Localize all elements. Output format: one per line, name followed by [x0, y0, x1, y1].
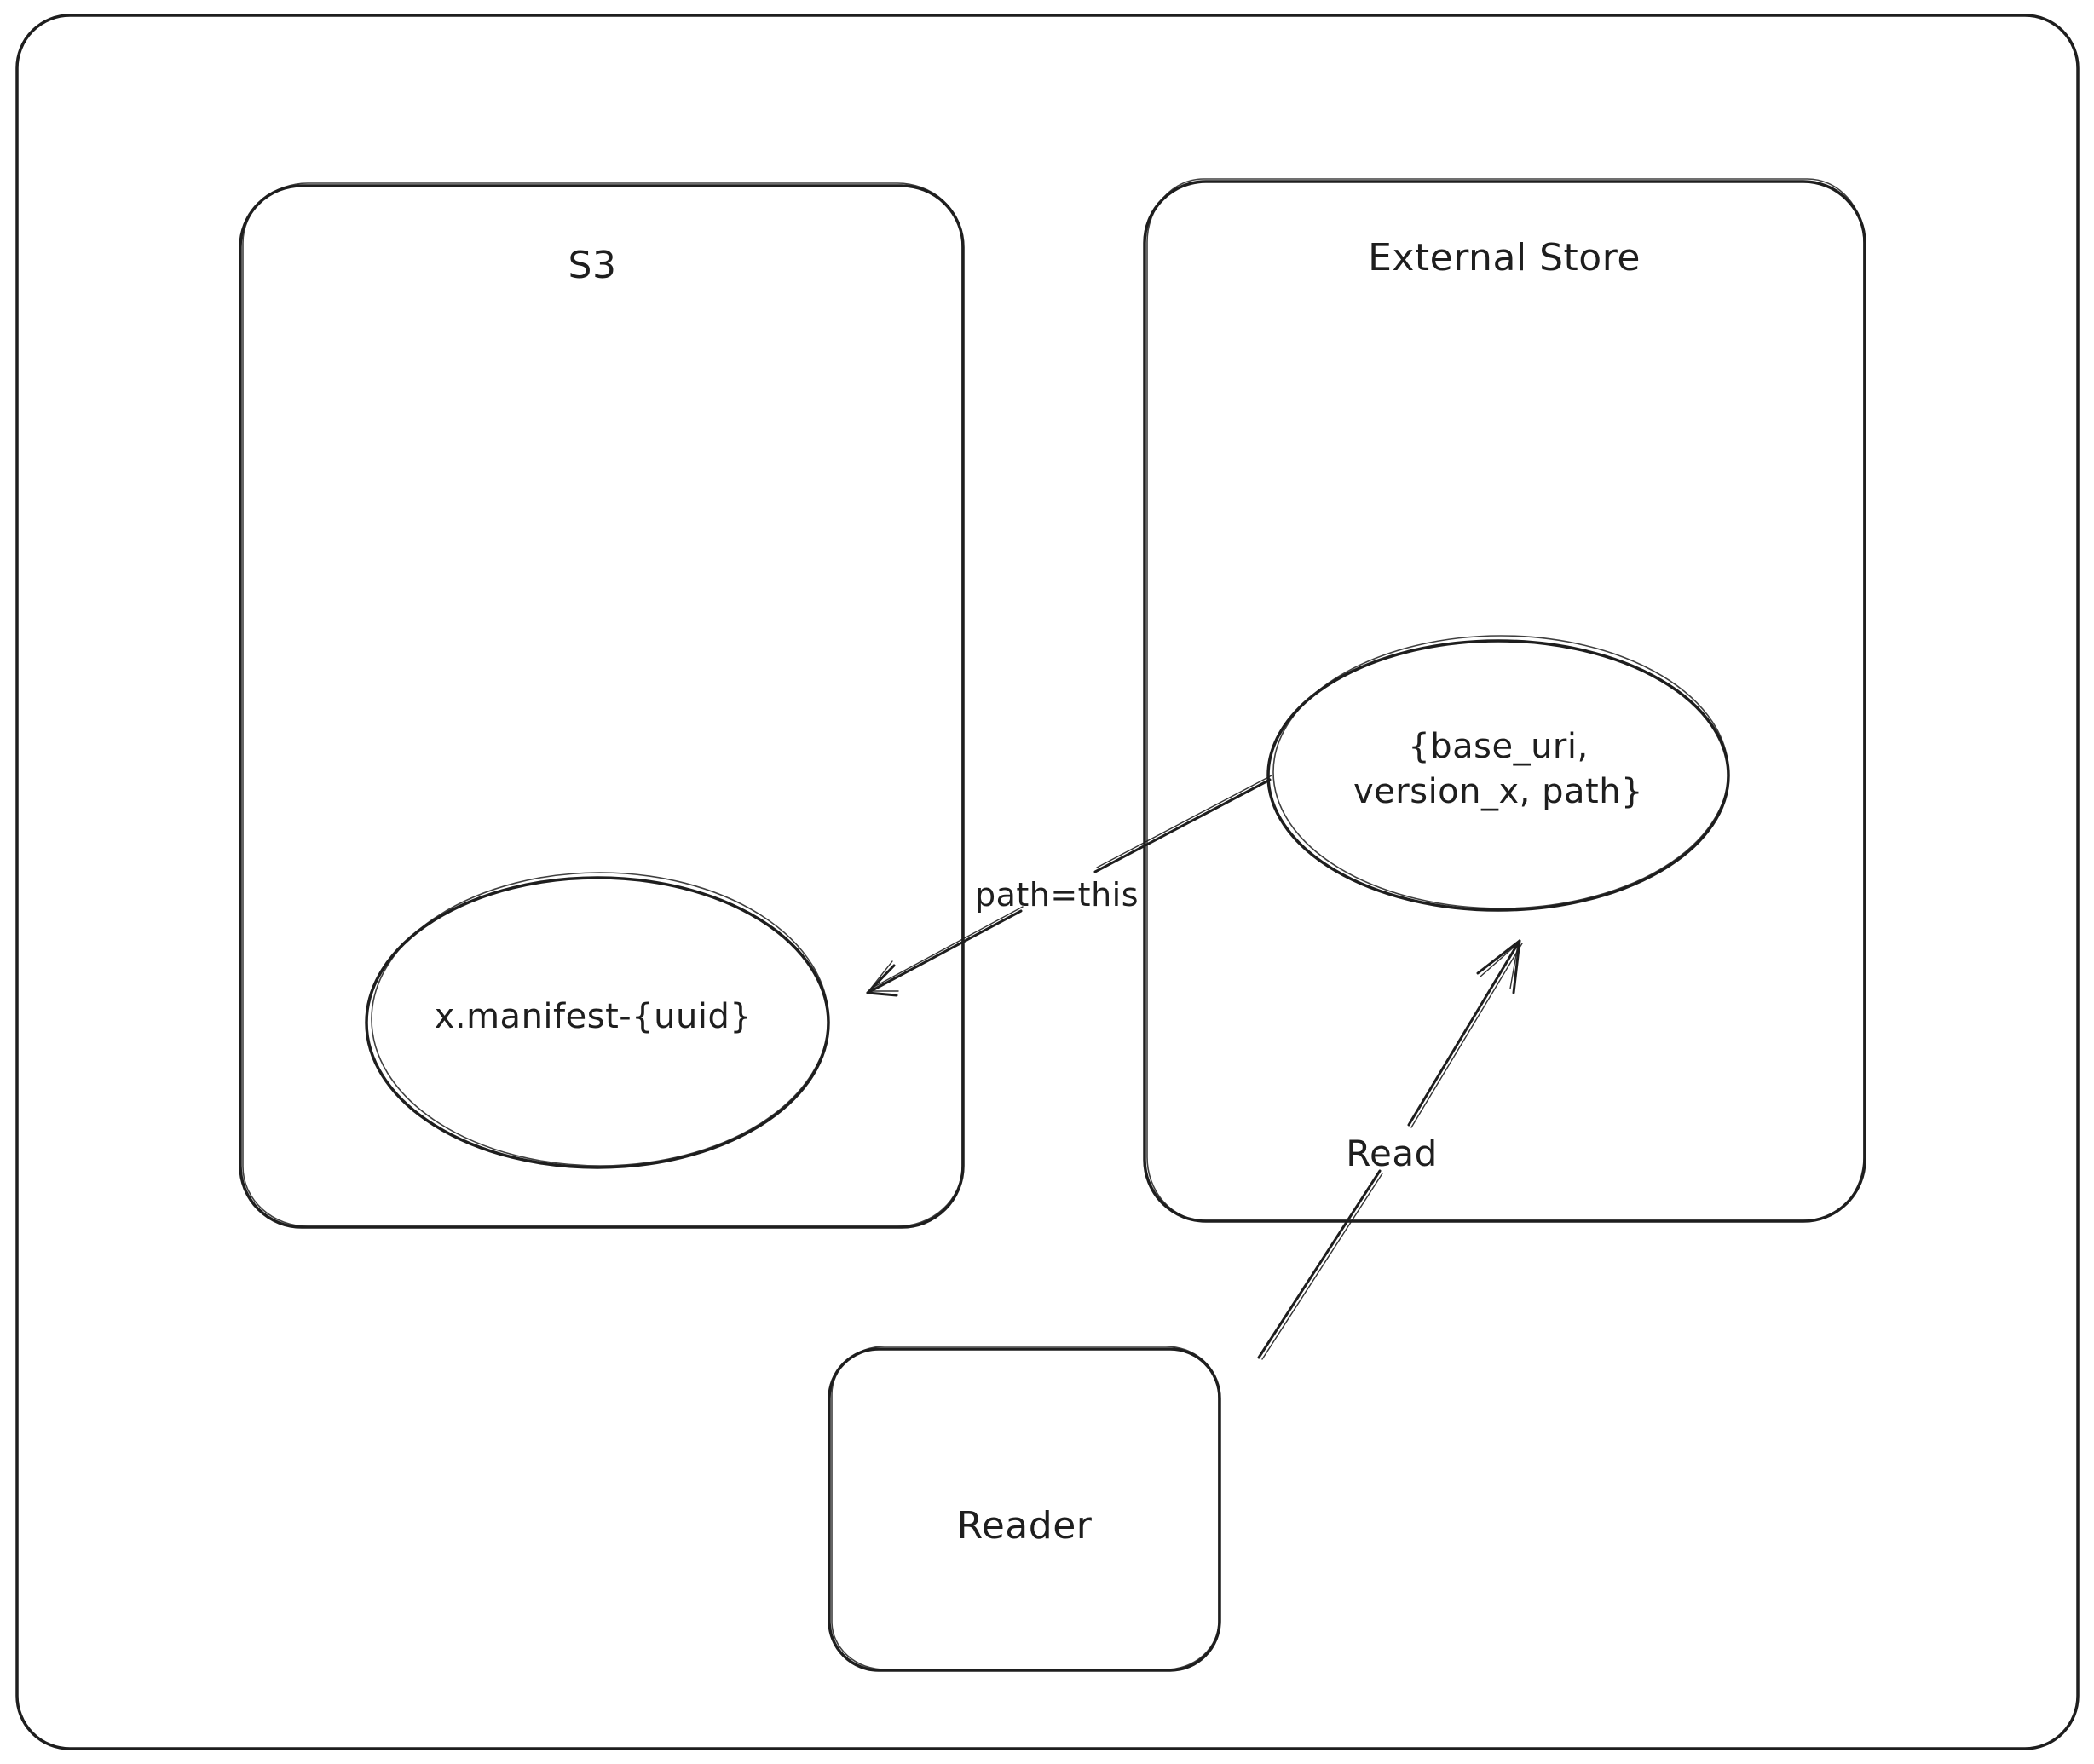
arrow-path-this-label: path=this [975, 876, 1139, 914]
node-manifest: x.manifest-{uuid} [365, 872, 830, 1169]
arrow-read-head [1476, 939, 1521, 994]
node-pointer-label-line1: {base_uri, [1408, 727, 1588, 766]
container-external-store-border-sketch [1146, 178, 1865, 1221]
outer-frame-border [15, 14, 2080, 1750]
node-pointer-label-line2: version_x, path} [1353, 772, 1643, 811]
arrow-path-this-shaft [866, 778, 1272, 994]
container-reader-border-sketch [831, 1346, 1220, 1670]
arrow-path-this-head [866, 964, 898, 997]
node-manifest-label: x.manifest-{uuid} [435, 997, 753, 1036]
container-s3-border-sketch [242, 182, 963, 1227]
arrow-path-this-head-sketch [868, 960, 899, 992]
container-reader-border [828, 1347, 1221, 1672]
outer-frame [15, 14, 2080, 1750]
arrow-read-shaft [1257, 939, 1521, 1359]
arrow-read: Read [1257, 939, 1523, 1360]
node-pointer-shape-sketch [1272, 635, 1729, 909]
container-external-store: External Store [1143, 178, 1866, 1223]
arrow-read-shaft-sketch [1261, 943, 1523, 1360]
arrow-read-label: Read [1346, 1133, 1438, 1174]
container-reader: Reader [828, 1346, 1221, 1672]
container-external-store-border [1143, 180, 1866, 1223]
arrow-path-this: path=this [866, 775, 1272, 997]
arrow-path-this-shaft-sketch [870, 775, 1272, 989]
container-reader-title: Reader [957, 1504, 1093, 1548]
node-manifest-shape-sketch [371, 872, 829, 1167]
container-s3-border [239, 184, 965, 1229]
container-s3: S3 [239, 182, 965, 1229]
container-external-store-title: External Store [1368, 236, 1641, 280]
node-pointer: {base_uri, version_x, path} [1266, 635, 1730, 912]
container-s3-title: S3 [568, 244, 617, 287]
arrow-read-head-sketch [1480, 943, 1519, 989]
